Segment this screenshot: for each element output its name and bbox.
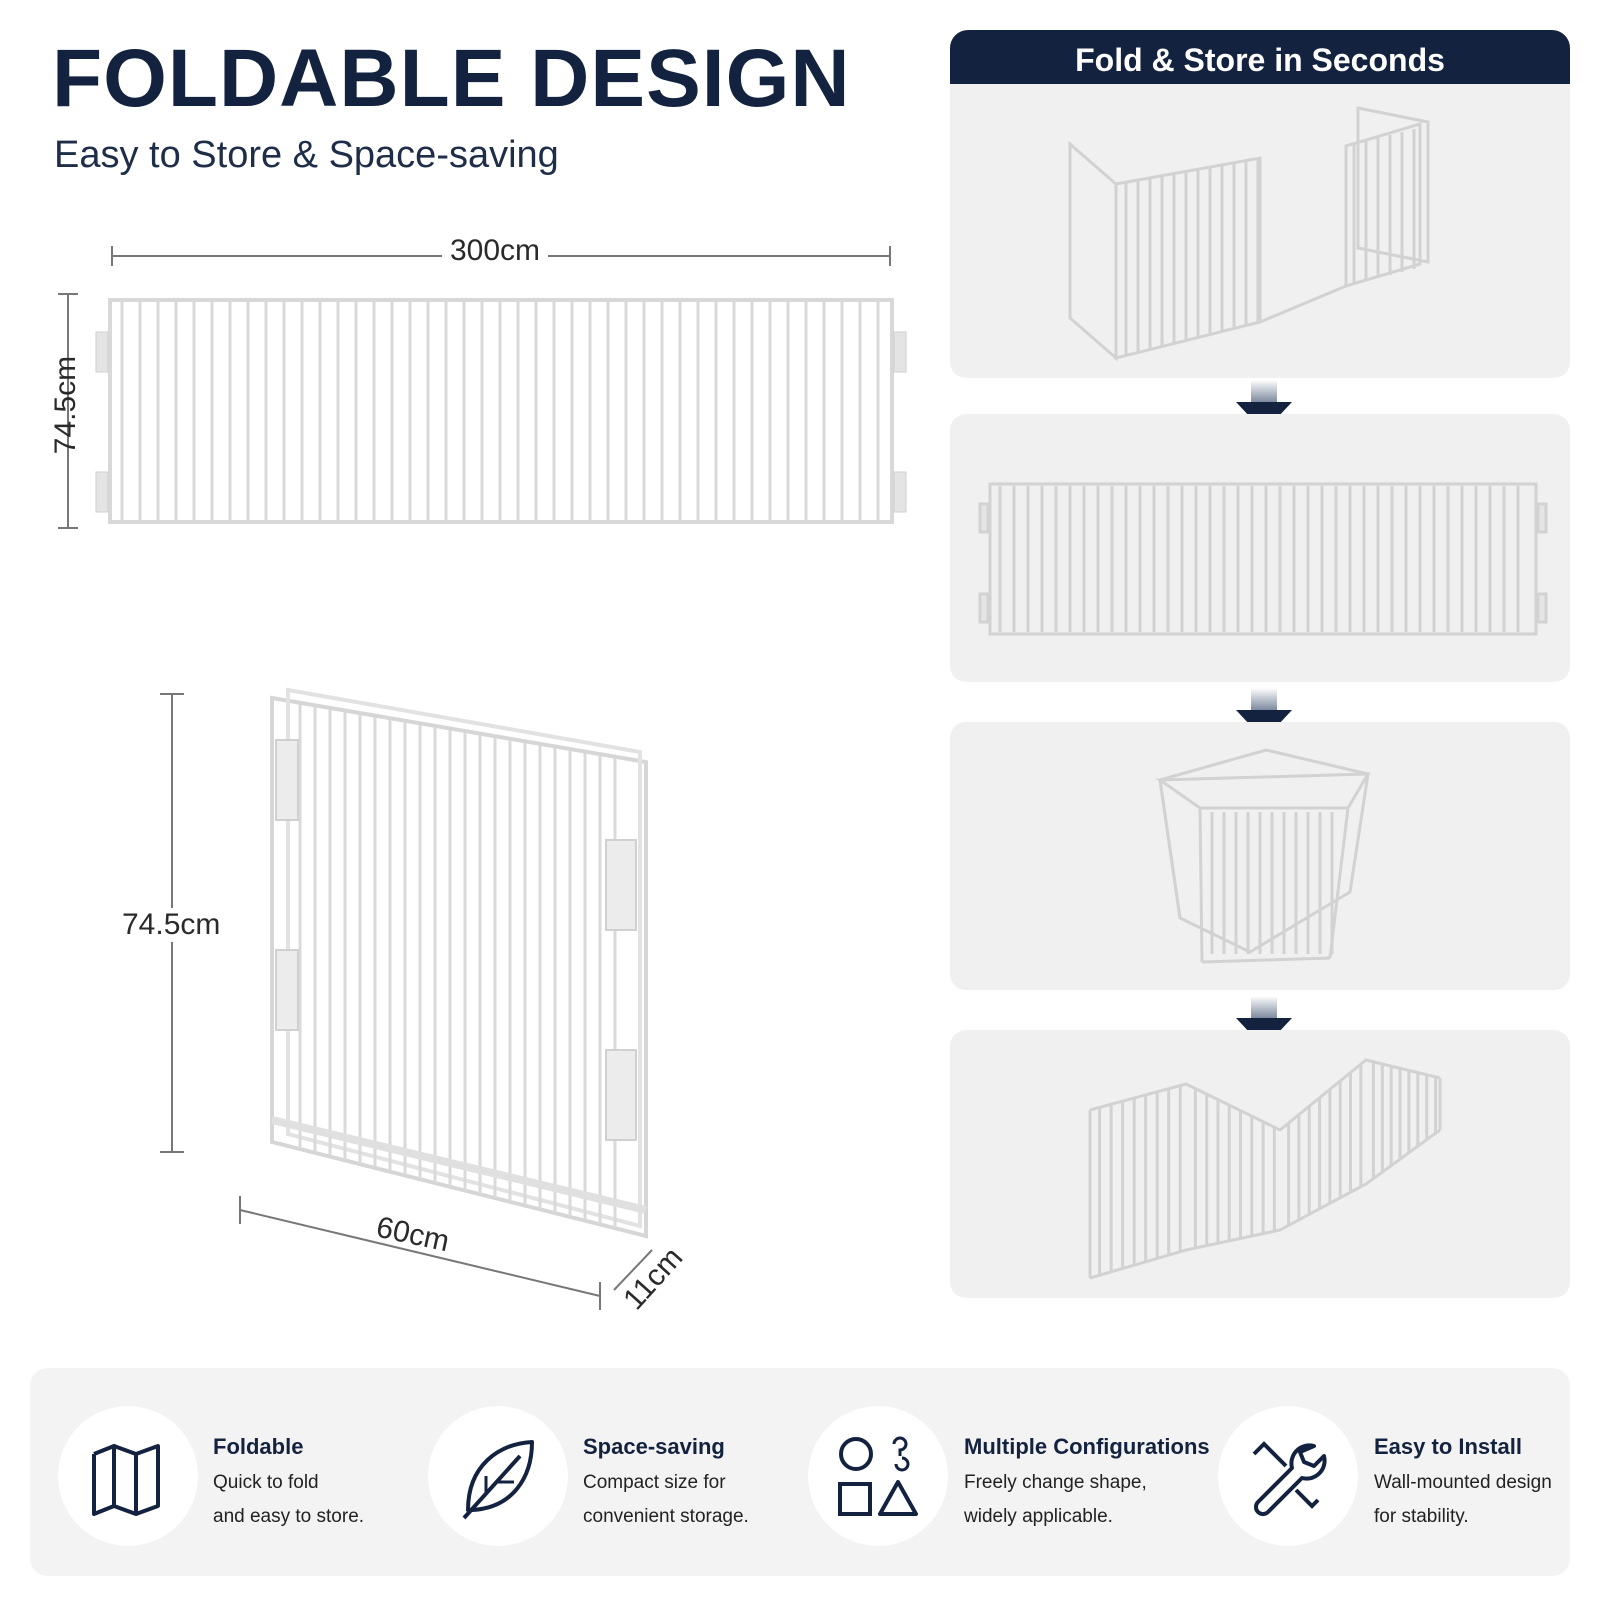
folded-fence-drawing [160, 687, 653, 1310]
feature-title: Easy to Install [1374, 1434, 1522, 1459]
step-card-zigzag [950, 1030, 1570, 1298]
feature-desc-line: and easy to store. [213, 1506, 365, 1527]
leaf-icon [462, 1440, 534, 1520]
page-subtitle: Easy to Store & Space-saving [54, 134, 559, 176]
page-title: FOLDABLE DESIGN [52, 33, 851, 124]
feature-desc-line: Quick to fold [213, 1472, 319, 1493]
step-card-l-shape [950, 84, 1570, 378]
feature-desc-line: Wall-mounted design [1374, 1472, 1552, 1493]
unfolded-fence-drawing [58, 246, 907, 529]
folded-map-icon [92, 1444, 160, 1516]
height-dimension-label: 74.5cm [49, 355, 82, 455]
width-dimension-label: 300cm [442, 234, 549, 268]
folded-fence-diagram [100, 680, 720, 1340]
feature-description: Compact size for convenient storage. [583, 1466, 749, 1534]
folded-height-label: 74.5cm [114, 908, 229, 942]
feature-desc-line: widely applicable. [964, 1506, 1113, 1527]
feature-icon-circle [1218, 1406, 1358, 1546]
fence-l-shape-drawing [1068, 106, 1430, 362]
feature-title: Multiple Configurations [964, 1434, 1210, 1459]
wrench-icon [1252, 1441, 1327, 1517]
feature-icon-circle [428, 1406, 568, 1546]
fence-hexagon-drawing [1155, 748, 1371, 964]
feature-desc-line: for stability. [1374, 1506, 1469, 1527]
fence-zigzag-drawing [1088, 1058, 1442, 1280]
unfolded-fence-diagram [0, 220, 920, 540]
feature-description: Wall-mounted design for stability. [1374, 1466, 1552, 1534]
feature-icon-circle [808, 1406, 948, 1546]
fence-straight-drawing [978, 482, 1548, 636]
feature-description: Freely change shape, widely applicable. [964, 1466, 1147, 1534]
feature-title: Foldable [213, 1434, 304, 1459]
feature-title: Space-saving [583, 1434, 725, 1459]
steps-panel-title: Fold & Store in Seconds [950, 30, 1570, 84]
feature-description: Quick to fold and easy to store. [213, 1466, 364, 1534]
feature-desc-line: Compact size for [583, 1472, 726, 1493]
step-card-hexagon [950, 722, 1570, 990]
feature-desc-line: convenient storage. [583, 1506, 749, 1527]
feature-icon-circle [58, 1406, 198, 1546]
step-card-straight [950, 414, 1570, 682]
shapes-icon [838, 1436, 918, 1516]
feature-desc-line: Freely change shape, [964, 1472, 1147, 1493]
